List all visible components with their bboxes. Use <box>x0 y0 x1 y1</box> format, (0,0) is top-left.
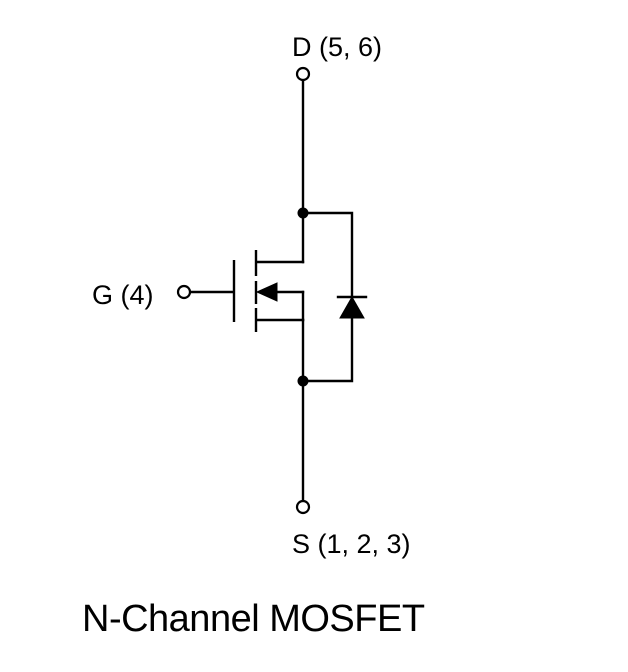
diode-bottom-wire <box>301 316 354 383</box>
gate-terminal-icon <box>176 284 192 300</box>
drain-pin-label: D (5, 6) <box>292 32 382 62</box>
gate-pin-label: G (4) <box>92 280 154 310</box>
body-arrow-icon <box>255 282 278 302</box>
source-pin-label: S (1, 2, 3) <box>292 529 411 559</box>
source-junction-dot <box>297 375 309 387</box>
source-terminal-icon <box>295 499 311 515</box>
diagram-caption: N-Channel MOSFET <box>82 598 425 640</box>
diode-triangle-icon <box>339 295 365 319</box>
drain-junction-dot <box>297 207 309 219</box>
drain-terminal-icon <box>295 66 311 82</box>
diode-top-wire <box>301 211 354 298</box>
